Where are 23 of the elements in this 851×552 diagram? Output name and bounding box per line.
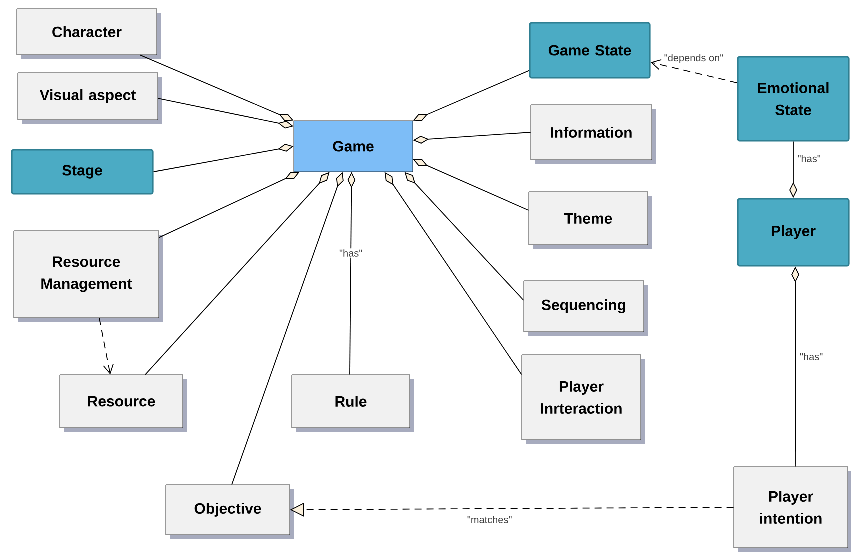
class-box: Resource bbox=[60, 374, 187, 432]
class-box: Information bbox=[530, 104, 656, 164]
edge-label: "matches" bbox=[466, 515, 514, 524]
edge-label: "has" bbox=[796, 154, 822, 164]
class-box: Player intention bbox=[734, 466, 851, 552]
edge-label: "has" bbox=[798, 352, 824, 362]
edge-label: "depends on" bbox=[663, 53, 725, 65]
class-box: Rule bbox=[292, 374, 414, 432]
class-box: Game bbox=[294, 120, 414, 172]
class-box: Theme bbox=[528, 192, 652, 249]
class-box: Player bbox=[737, 198, 850, 267]
class-box: Game State bbox=[529, 22, 651, 79]
class-box: Objective bbox=[166, 484, 294, 539]
class-box: Visual aspect bbox=[18, 72, 162, 124]
class-box: Emotional State bbox=[737, 56, 850, 142]
connector bbox=[99, 318, 114, 375]
class-box: Player Inrteraction bbox=[522, 354, 645, 444]
connector bbox=[650, 59, 738, 84]
class-box: Stage bbox=[11, 149, 154, 195]
class-box: Resource Management bbox=[14, 230, 163, 322]
class-box: Character bbox=[16, 8, 161, 59]
edge-label: "has" bbox=[338, 248, 364, 258]
class-box: Sequencing bbox=[524, 280, 648, 336]
